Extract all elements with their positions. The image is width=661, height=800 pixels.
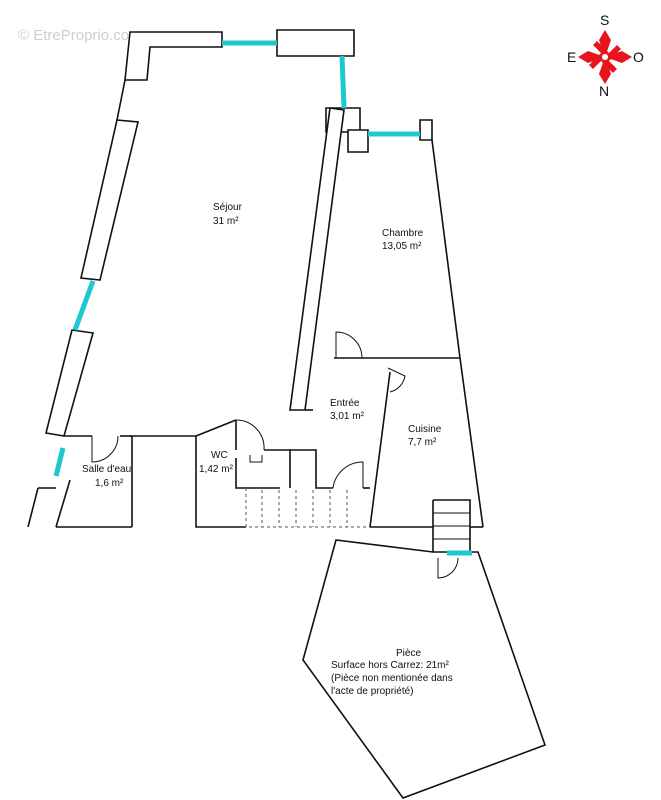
window — [53, 447, 66, 477]
walls — [45, 29, 433, 437]
room-name-piece: Pièce — [396, 648, 421, 659]
watermark: © EtreProprio.com — [18, 27, 142, 44]
doors — [91, 331, 459, 579]
compass: S E O N — [567, 12, 644, 99]
room-note-piece-1: (Pièce non mentionée dans — [331, 673, 453, 684]
room-area-wc: 1,42 m² — [199, 464, 234, 475]
room-name-sejour: Séjour — [213, 202, 243, 213]
room-surface-piece: Surface hors Carrez: 21m² — [331, 660, 449, 671]
room-area-salle-d-eau: 1,6 m² — [95, 478, 124, 489]
room-name-cuisine: Cuisine — [408, 424, 442, 435]
room-name-wc: WC — [211, 450, 228, 461]
room-area-sejour: 31 m² — [213, 216, 239, 227]
room-name-salle-d-eau: Salle d'eau — [82, 464, 131, 475]
compass-west-label: O — [633, 49, 644, 65]
room-area-entree: 3,01 m² — [330, 411, 365, 422]
window — [339, 55, 347, 109]
room-area-chambre: 13,05 m² — [382, 241, 422, 252]
outlines — [27, 79, 547, 799]
compass-rose-icon — [578, 30, 632, 84]
windows — [53, 40, 472, 556]
window — [72, 280, 96, 331]
compass-south-label: S — [600, 12, 609, 28]
room-note-piece-2: l'acte de propriété) — [331, 686, 414, 697]
room-name-entree: Entrée — [330, 398, 360, 409]
room-area-cuisine: 7,7 m² — [408, 437, 437, 448]
room-name-chambre: Chambre — [382, 228, 424, 239]
compass-east-label: E — [567, 49, 576, 65]
room-labels: Séjour 31 m² Chambre 13,05 m² Entrée 3,0… — [82, 202, 453, 697]
compass-north-label: N — [599, 83, 609, 99]
